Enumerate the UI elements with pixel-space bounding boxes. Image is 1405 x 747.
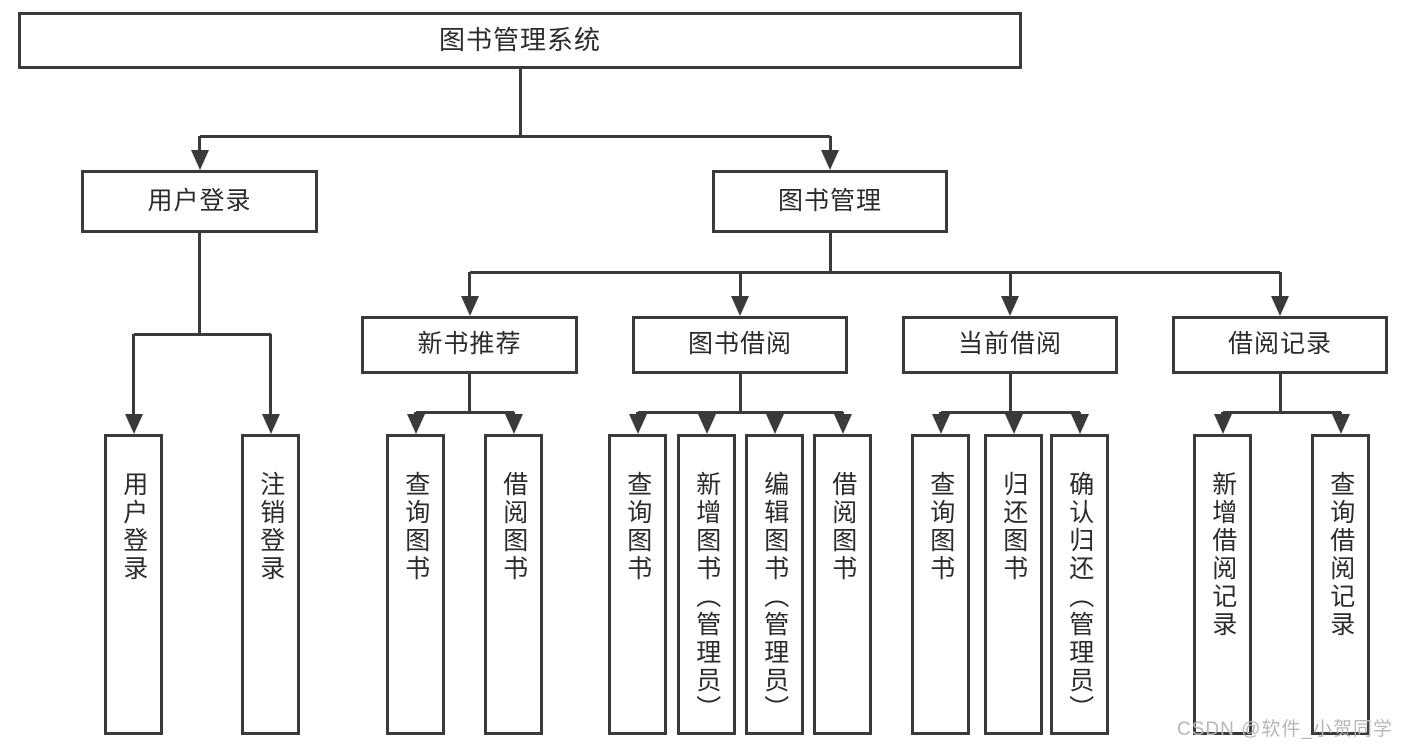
node-leaf-query-book-current-label: 查询图书 [926,471,955,583]
node-leaf-user-logout[interactable]: 注销登录 [241,434,300,735]
node-leaf-edit-book-admin[interactable]: 编辑图书（管理员） [745,434,804,735]
node-root-system[interactable]: 图书管理系统 [18,12,1022,69]
node-user-login[interactable]: 用户登录 [81,170,318,233]
connector-user-login-bar [133,332,271,336]
node-leaf-add-borrow-record-label: 新增借阅记录 [1208,471,1237,639]
node-current-borrow-label: 当前借阅 [957,330,1062,359]
node-current-borrow[interactable]: 当前借阅 [902,316,1118,374]
node-borrow-record[interactable]: 借阅记录 [1172,316,1388,374]
node-book-borrow-label: 图书借阅 [687,330,792,359]
arrow-to-leaf-query-borrow-record [1331,414,1350,434]
node-leaf-borrow-book-rec-label: 借阅图书 [499,471,528,583]
node-book-borrow[interactable]: 图书借阅 [632,316,848,374]
connector-borrow-record-drop-0 [1221,412,1224,414]
node-root-label: 图书管理系统 [438,25,601,56]
node-book-management-label: 图书管理 [777,186,882,215]
arrow-to-leaf-user-logout [261,414,280,434]
connector-current-borrow-bar [940,410,1080,414]
connector-book-borrow-drop-3 [841,412,844,414]
connector-user-login-stem [198,233,201,334]
node-book-management[interactable]: 图书管理 [712,170,948,233]
arrow-to-book-borrow [731,296,749,316]
connector-book-borrow-stem [738,374,742,412]
connector-user-login-drop-0 [132,334,135,414]
connector-book-borrow-drop-1 [705,412,708,414]
node-leaf-query-book-rec[interactable]: 查询图书 [386,434,445,735]
arrow-to-leaf-borrow-book [833,414,852,434]
connector-user-login-drop-1 [269,334,272,414]
arrow-to-leaf-query-book-rec [406,414,425,434]
node-leaf-query-borrow-record-label: 查询借阅记录 [1326,471,1355,639]
arrow-to-leaf-confirm-return [1070,414,1089,434]
arrow-to-book-management [821,150,839,170]
connector-book-management-drop-1 [738,272,742,296]
connector-new-book-recommend-stem [468,374,471,412]
connector-book-management-stem [828,233,832,272]
node-leaf-query-book-borrow[interactable]: 查询图书 [608,434,667,735]
node-new-book-recommend-label: 新书推荐 [417,330,522,359]
connector-book-management-bar [469,270,1280,274]
node-leaf-borrow-book[interactable]: 借阅图书 [813,434,872,735]
node-leaf-add-book-admin-label: 新增图书（管理员） [692,471,721,723]
node-leaf-user-login-label: 用户登录 [119,471,148,583]
node-leaf-query-borrow-record[interactable]: 查询借阅记录 [1311,434,1370,735]
node-leaf-confirm-return-label: 确认归还（管理员） [1065,471,1094,723]
connector-current-borrow-stem [1008,374,1012,412]
connector-current-borrow-drop-1 [1012,412,1015,414]
node-leaf-borrow-book-rec[interactable]: 借阅图书 [484,434,543,735]
connector-root-right-drop [828,136,832,150]
connector-root-left-drop [198,136,201,150]
connector-book-borrow-bar [637,410,843,414]
node-leaf-user-logout-label: 注销登录 [256,471,285,583]
arrow-to-borrow-record [1271,296,1289,316]
arrow-to-user-login [190,150,209,170]
connector-borrow-record-stem [1278,374,1282,412]
arrow-to-leaf-return-book [1004,414,1023,434]
node-leaf-query-book-borrow-label: 查询图书 [623,471,652,583]
node-leaf-borrow-book-label: 借阅图书 [828,471,857,583]
connector-book-borrow-drop-2 [773,412,776,414]
connector-current-borrow-drop-0 [939,412,942,414]
connector-new-book-recommend-drop-0 [414,412,417,414]
watermark-text: CSDN @软件_小贺同学 [1177,719,1393,740]
connector-new-book-recommend-bar [415,410,514,414]
node-leaf-query-book-rec-label: 查询图书 [401,471,430,583]
node-leaf-add-borrow-record[interactable]: 新增借阅记录 [1193,434,1252,735]
node-user-login-label: 用户登录 [147,186,252,215]
arrow-to-new-book-recommend [460,296,479,316]
connector-root-bar [199,134,830,138]
arrow-to-leaf-borrow-book-rec [504,414,523,434]
node-leaf-user-login[interactable]: 用户登录 [104,434,163,735]
node-borrow-record-label: 借阅记录 [1227,330,1332,359]
connector-book-management-drop-0 [468,272,471,296]
arrow-to-leaf-add-book-admin [697,414,716,434]
connector-book-management-drop-3 [1278,272,1282,296]
node-leaf-return-book-label: 归还图书 [999,471,1028,583]
node-leaf-query-book-current[interactable]: 查询图书 [911,434,970,735]
connector-borrow-record-bar [1222,410,1341,414]
node-new-book-recommend[interactable]: 新书推荐 [361,316,578,374]
connector-book-borrow-drop-0 [636,412,639,414]
connector-borrow-record-drop-1 [1339,412,1342,414]
connector-current-borrow-drop-2 [1078,412,1081,414]
arrow-to-leaf-edit-book-admin [765,414,784,434]
node-leaf-return-book[interactable]: 归还图书 [984,434,1043,735]
connector-new-book-recommend-drop-1 [512,412,515,414]
connector-root-stem [518,69,522,136]
arrow-to-leaf-add-borrow-record [1213,414,1232,434]
node-leaf-edit-book-admin-label: 编辑图书（管理员） [760,471,789,723]
connector-book-management-drop-2 [1008,272,1012,296]
arrow-to-leaf-user-login [124,414,143,434]
arrow-to-current-borrow [1001,296,1019,316]
arrow-to-leaf-query-book-current [931,414,950,434]
arrow-to-leaf-query-book-borrow [628,414,647,434]
node-leaf-confirm-return[interactable]: 确认归还（管理员） [1050,434,1109,735]
node-leaf-add-book-admin[interactable]: 新增图书（管理员） [677,434,736,735]
